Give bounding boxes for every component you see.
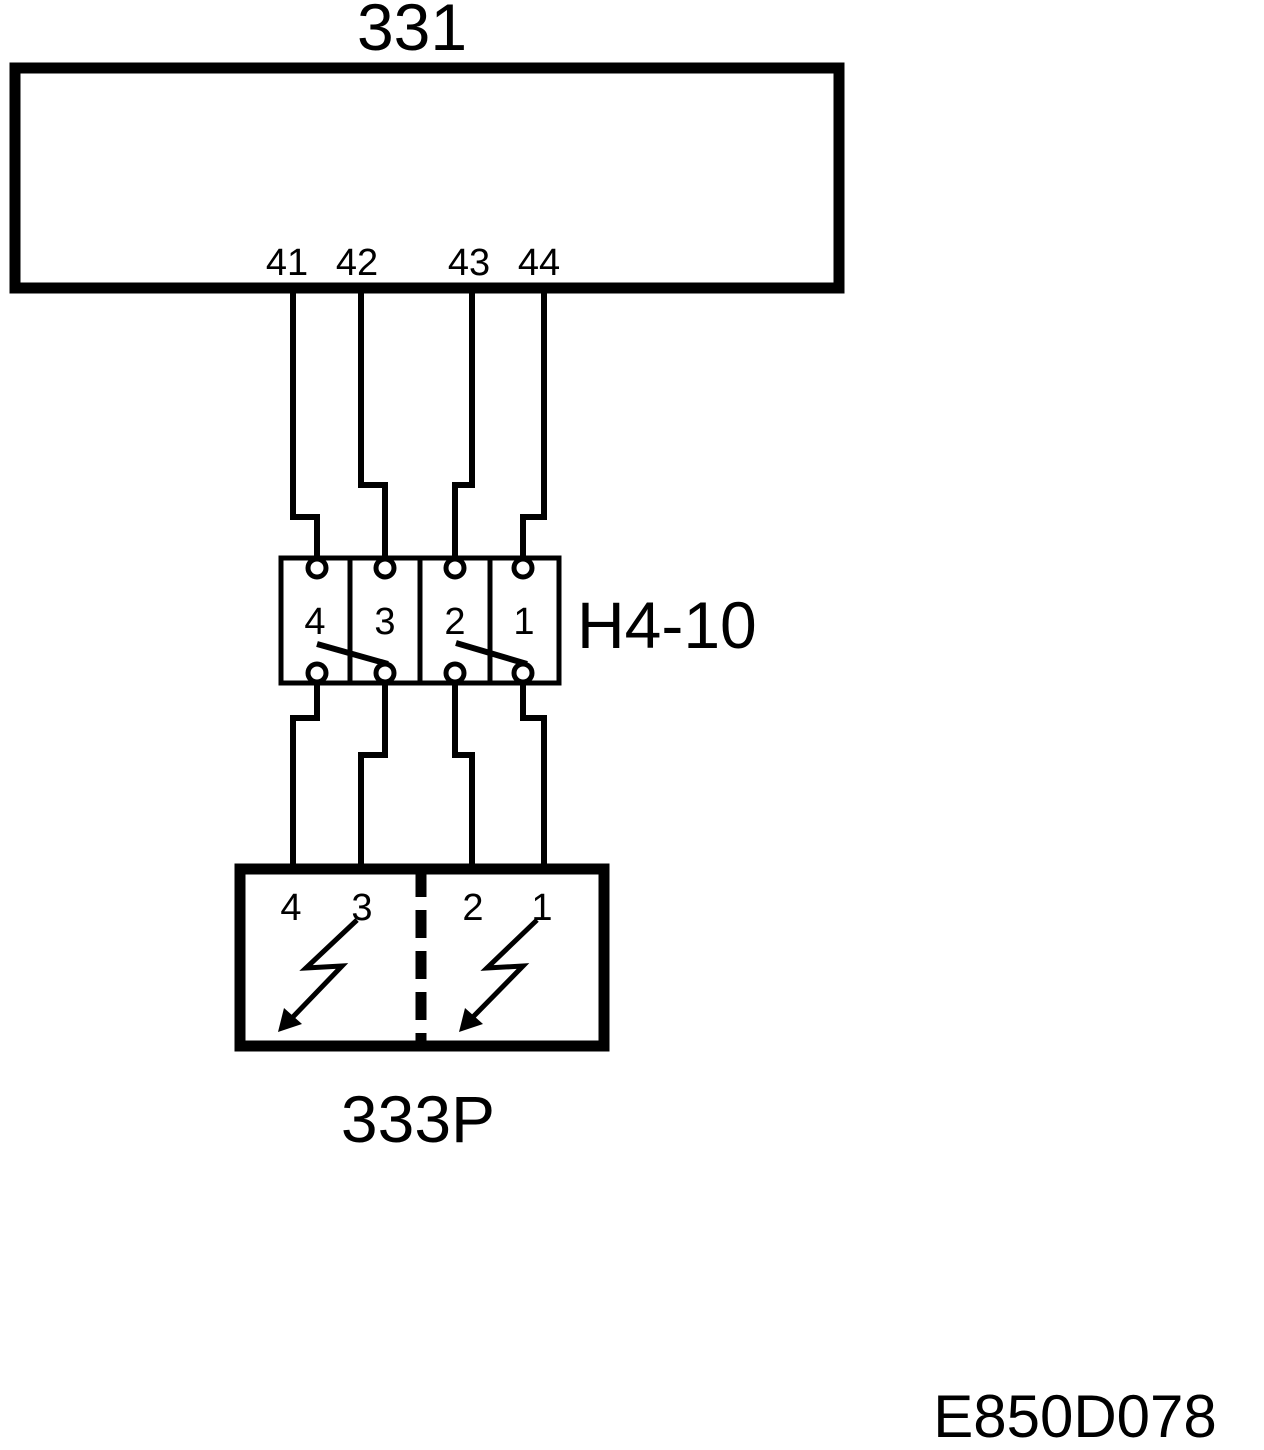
wire-cavity-4-to-sensor-4 — [290, 682, 320, 866]
terminal-circle — [373, 556, 397, 580]
lower-wires — [290, 682, 547, 866]
lightning-arrow-icon — [278, 918, 359, 1032]
terminal-circle — [305, 661, 329, 685]
terminal-circle — [511, 556, 535, 580]
sensor-pin-2: 2 — [462, 887, 483, 929]
terminal-circle — [373, 661, 397, 685]
connector-cavity-3: 3 — [374, 601, 395, 643]
wire-cavity-1-to-sensor-1 — [520, 682, 547, 866]
wire-42-to-cavity-3 — [358, 288, 388, 560]
sensor-333p: 4 3 2 1 333P — [234, 863, 610, 1156]
wire-cavity-3-to-sensor-3 — [358, 682, 388, 866]
terminal-circle — [305, 556, 329, 580]
shorting-bar-2-1 — [455, 640, 528, 667]
wire-43-to-cavity-2 — [452, 288, 475, 560]
sensor-pin-4: 4 — [280, 887, 301, 929]
lightning-arrow-icon — [459, 918, 539, 1032]
shorting-bar-4-3 — [316, 641, 389, 667]
connector-cavity-2: 2 — [444, 601, 465, 643]
sensor-label: 333P — [341, 1082, 495, 1156]
control-module-box — [9, 62, 845, 294]
module-pin-44: 44 — [518, 242, 560, 284]
module-pin-41: 41 — [266, 242, 308, 284]
terminal-circle — [511, 661, 535, 685]
terminal-circle — [443, 556, 467, 580]
sensor-pin-3: 3 — [351, 887, 372, 929]
figure-code: E850D078 — [933, 1383, 1217, 1450]
sensor-pin-1: 1 — [531, 887, 552, 929]
module-pin-42: 42 — [336, 242, 378, 284]
connector-label: H4-10 — [577, 588, 757, 662]
control-module-331: 331 41 42 43 44 — [9, 0, 845, 294]
upper-wires — [290, 288, 547, 560]
control-module-label: 331 — [357, 0, 467, 64]
wire-41-to-cavity-4 — [290, 288, 320, 560]
terminal-circle — [443, 661, 467, 685]
wire-44-to-cavity-1 — [520, 288, 547, 560]
module-pin-43: 43 — [448, 242, 490, 284]
connector-cavity-1: 1 — [513, 601, 534, 643]
connector-h4-10: 4 3 2 1 H4-10 — [278, 555, 757, 686]
connector-cavity-4: 4 — [304, 601, 325, 643]
wire-cavity-2-to-sensor-2 — [452, 682, 475, 866]
